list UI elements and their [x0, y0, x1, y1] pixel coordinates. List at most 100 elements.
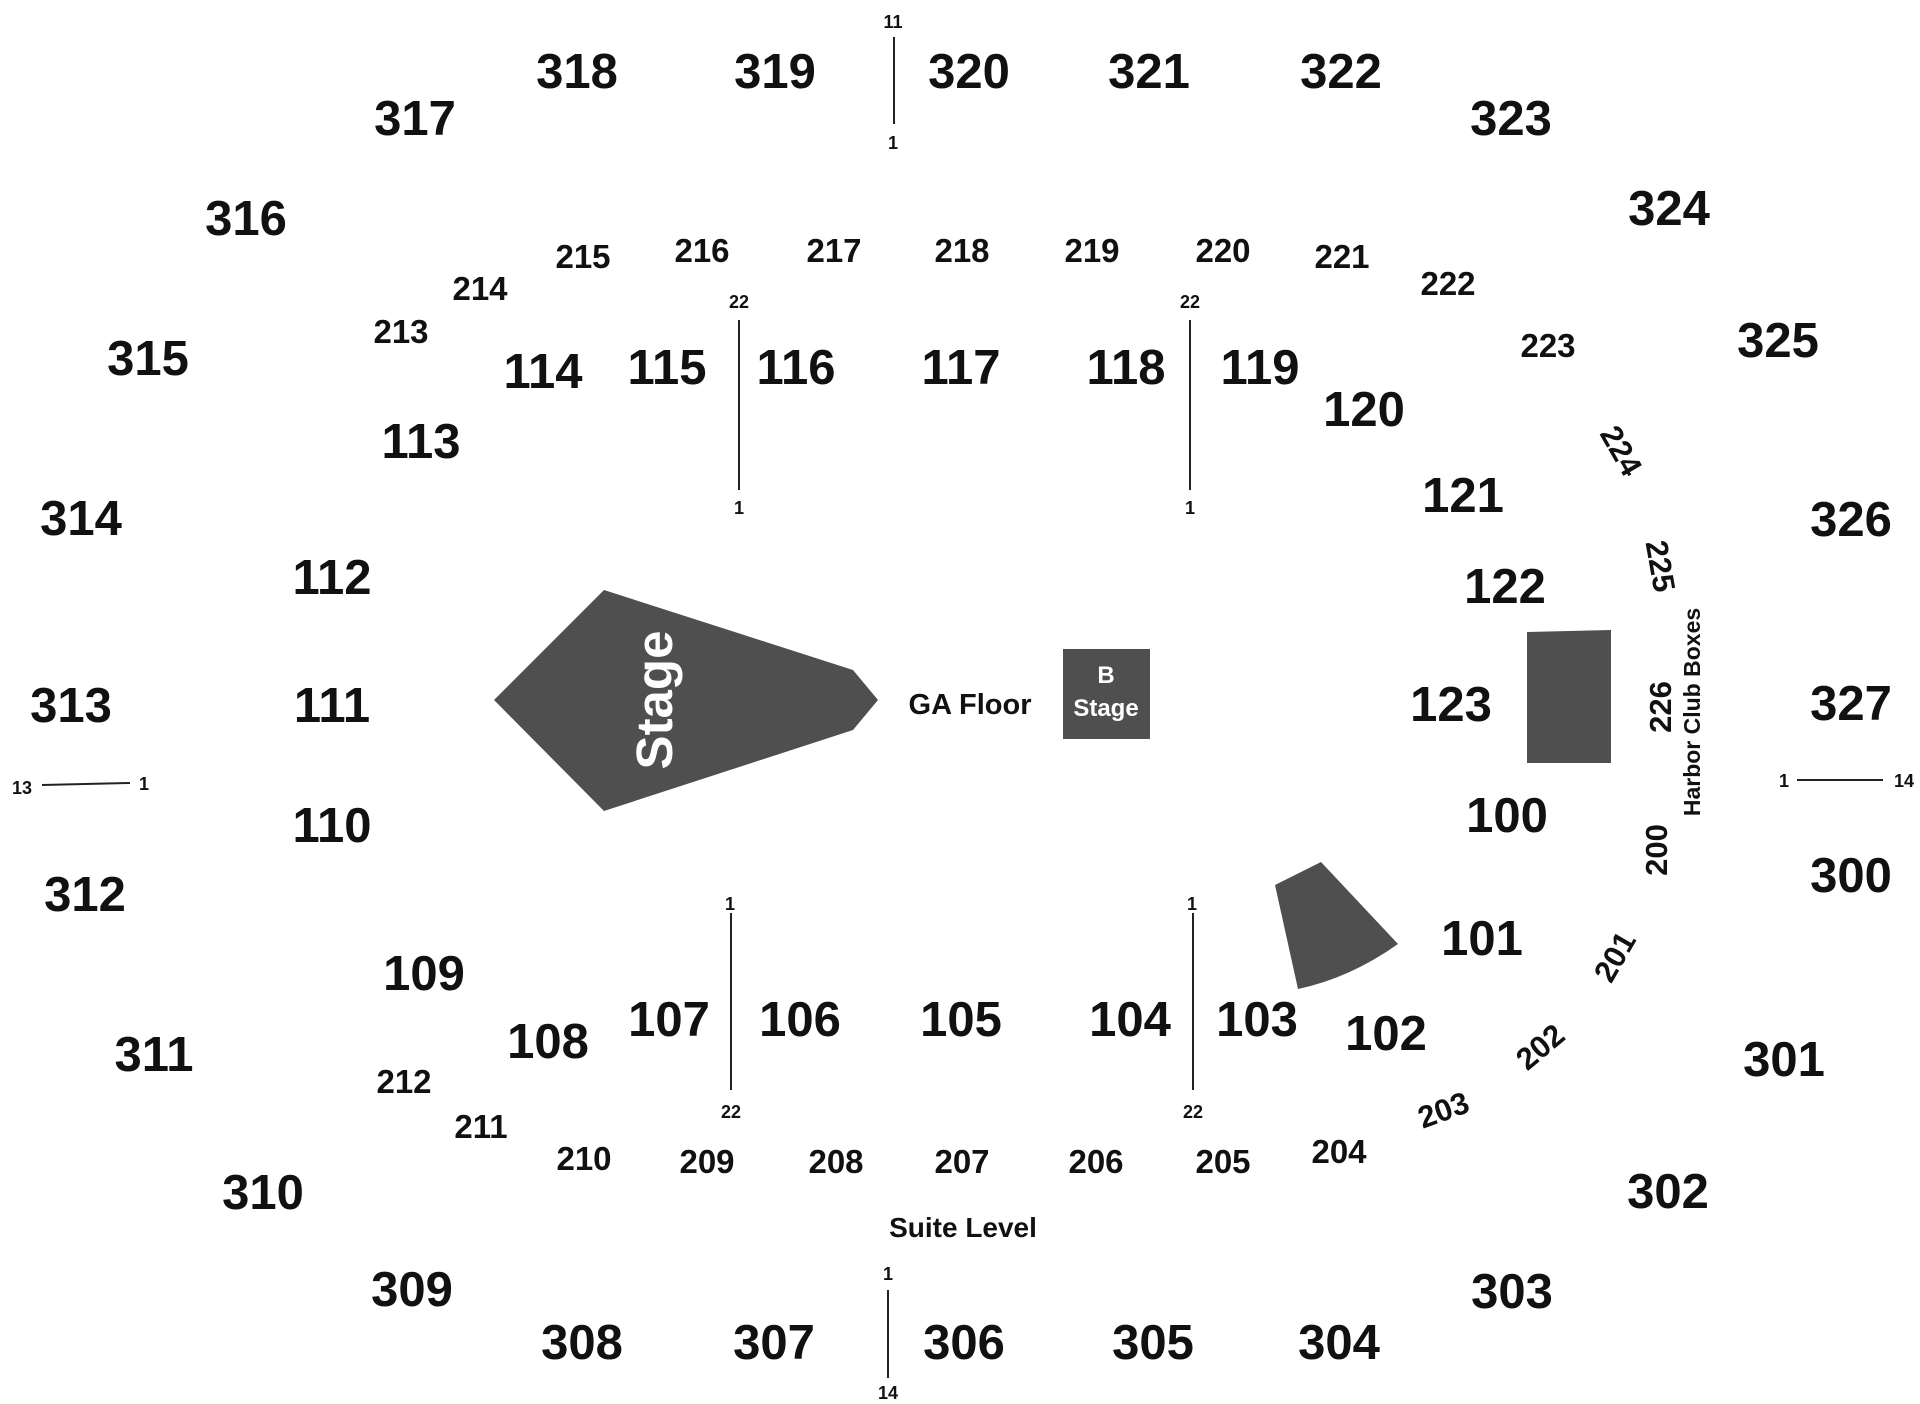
section-106[interactable]: 106	[759, 993, 841, 1047]
section-111[interactable]: 111	[294, 679, 370, 733]
section-316[interactable]: 316	[205, 192, 287, 246]
section-323[interactable]: 323	[1470, 92, 1552, 146]
section-203[interactable]: 203	[1413, 1085, 1474, 1136]
section-216[interactable]: 216	[674, 232, 729, 269]
section-205[interactable]: 205	[1195, 1143, 1250, 1180]
ga-floor-label[interactable]: GA Floor	[909, 689, 1032, 721]
harbor-club-block[interactable]	[1527, 630, 1611, 763]
section-208[interactable]: 208	[808, 1143, 863, 1180]
section-223[interactable]: 223	[1520, 327, 1575, 364]
section-214[interactable]: 214	[452, 270, 508, 307]
section-300[interactable]: 300	[1810, 849, 1892, 903]
section-206[interactable]: 206	[1068, 1143, 1123, 1180]
row-marker: 14	[878, 1383, 898, 1403]
section-313[interactable]: 313	[30, 679, 112, 733]
section-120[interactable]: 120	[1323, 383, 1405, 437]
section-219[interactable]: 219	[1064, 232, 1119, 269]
section-320[interactable]: 320	[928, 45, 1010, 99]
section-213[interactable]: 213	[373, 313, 428, 350]
section-212[interactable]: 212	[376, 1063, 431, 1100]
section-315[interactable]: 315	[107, 332, 189, 386]
section-200[interactable]: 200	[1639, 824, 1674, 876]
section-225[interactable]: 225	[1639, 538, 1682, 595]
harbor-club-label: Harbor Club Boxes	[1679, 608, 1705, 816]
section-123[interactable]: 123	[1410, 678, 1492, 732]
row-marker: 22	[721, 1102, 741, 1122]
section-327[interactable]: 327	[1810, 677, 1892, 731]
section-309[interactable]: 309	[371, 1263, 453, 1317]
row-marker: 22	[729, 292, 749, 312]
section-321[interactable]: 321	[1108, 45, 1190, 99]
section-322[interactable]: 322	[1300, 45, 1382, 99]
section-116[interactable]: 116	[756, 341, 835, 395]
section-326[interactable]: 326	[1810, 493, 1892, 547]
section-102[interactable]: 102	[1345, 1007, 1427, 1061]
section-218[interactable]: 218	[934, 232, 989, 269]
section-301[interactable]: 301	[1743, 1033, 1825, 1087]
section-113[interactable]: 113	[381, 415, 460, 469]
section-217[interactable]: 217	[806, 232, 861, 269]
section-215[interactable]: 215	[555, 238, 610, 275]
b-stage-label-1: B	[1097, 662, 1114, 689]
section-117[interactable]: 117	[921, 341, 1000, 395]
section-314[interactable]: 314	[40, 492, 122, 546]
row-marker: 1	[883, 1264, 893, 1284]
row-marker: 22	[1180, 292, 1200, 312]
section-226[interactable]: 226	[1643, 681, 1678, 733]
section-101[interactable]: 101	[1441, 912, 1523, 966]
row-marker: 1	[1779, 771, 1789, 791]
section-303[interactable]: 303	[1471, 1265, 1553, 1319]
section-324[interactable]: 324	[1628, 182, 1710, 236]
section-210[interactable]: 210	[556, 1140, 611, 1177]
section-202[interactable]: 202	[1509, 1017, 1571, 1077]
row-line-left-upper	[41, 782, 131, 786]
section-121[interactable]: 121	[1422, 469, 1504, 523]
row-marker: 13	[12, 778, 32, 798]
section-109[interactable]: 109	[383, 947, 465, 1001]
section-325[interactable]: 325	[1737, 314, 1819, 368]
section-201[interactable]: 201	[1587, 926, 1643, 988]
section-114[interactable]: 114	[503, 345, 582, 399]
section-311[interactable]: 311	[114, 1028, 193, 1082]
section-118[interactable]: 118	[1086, 341, 1165, 395]
section-110[interactable]: 110	[292, 799, 371, 853]
row-marker: 1	[1187, 894, 1197, 914]
b-stage[interactable]	[1063, 649, 1150, 739]
section-108[interactable]: 108	[507, 1015, 589, 1069]
section-122[interactable]: 122	[1464, 560, 1546, 614]
section-104[interactable]: 104	[1089, 993, 1171, 1047]
section-222[interactable]: 222	[1420, 265, 1475, 302]
section-112[interactable]: 112	[292, 551, 371, 605]
section-105[interactable]: 105	[920, 993, 1002, 1047]
section-100[interactable]: 100	[1466, 789, 1548, 843]
section-308[interactable]: 308	[541, 1316, 623, 1370]
section-310[interactable]: 310	[222, 1166, 304, 1220]
section-302[interactable]: 302	[1627, 1165, 1709, 1219]
section-319[interactable]: 319	[734, 45, 816, 99]
main-stage-shape[interactable]	[494, 590, 878, 811]
section-211[interactable]: 211	[454, 1108, 507, 1145]
section-318[interactable]: 318	[536, 45, 618, 99]
wedge-block[interactable]	[1275, 862, 1398, 989]
section-304[interactable]: 304	[1298, 1316, 1380, 1370]
section-107[interactable]: 107	[628, 993, 710, 1047]
suite-level-label: Suite Level	[889, 1212, 1037, 1243]
section-115[interactable]: 115	[627, 341, 706, 395]
b-stage-label-2: Stage	[1073, 695, 1138, 722]
section-119[interactable]: 119	[1220, 341, 1299, 395]
section-204[interactable]: 204	[1311, 1133, 1367, 1170]
section-103[interactable]: 103	[1216, 993, 1298, 1047]
row-marker: 22	[1183, 1102, 1203, 1122]
section-207[interactable]: 207	[934, 1143, 989, 1180]
section-312[interactable]: 312	[44, 868, 126, 922]
section-305[interactable]: 305	[1112, 1316, 1194, 1370]
stage-label: Stage	[626, 631, 683, 770]
section-220[interactable]: 220	[1195, 232, 1250, 269]
section-221[interactable]: 221	[1314, 238, 1369, 275]
section-224[interactable]: 224	[1593, 420, 1650, 483]
section-307[interactable]: 307	[733, 1316, 815, 1370]
section-306[interactable]: 306	[923, 1316, 1005, 1370]
section-209[interactable]: 209	[679, 1143, 734, 1180]
section-317[interactable]: 317	[374, 92, 456, 146]
